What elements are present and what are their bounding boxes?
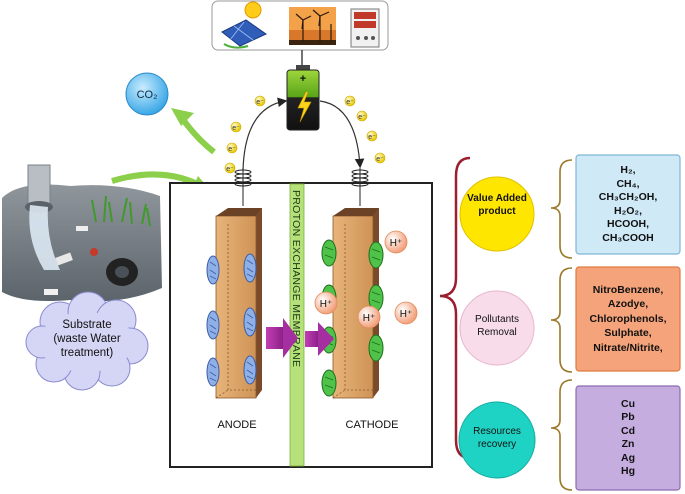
value-added-circle <box>459 176 535 252</box>
svg-text:e⁻: e⁻ <box>226 166 234 173</box>
list-item: Hg <box>621 465 635 477</box>
proton-marker: H⁺ <box>357 305 381 329</box>
pollutants-list: NitroBenzene, Azodye, Chlorophenols, Sul… <box>576 267 680 371</box>
svg-text:e⁻: e⁻ <box>232 125 240 132</box>
electron-marker: e⁻ <box>344 95 356 107</box>
solar-panel-icon <box>221 1 267 49</box>
list-item: CH₃CH₂OH, <box>598 191 658 203</box>
power-sources-panel <box>211 0 389 51</box>
list-item: Cd <box>621 424 635 437</box>
anode-connector-spring <box>234 168 252 206</box>
power-supply-icon <box>350 8 380 48</box>
outcomes-brace <box>439 156 471 460</box>
co2-flow-arrow <box>179 116 216 155</box>
battery-plus-sign: + <box>300 73 306 85</box>
proton-transfer-arrow-right <box>305 322 334 356</box>
electron-marker: e⁻ <box>224 162 236 174</box>
brace-resources <box>550 379 573 491</box>
svg-text:H⁺: H⁺ <box>363 313 376 324</box>
cathode-connector-spring <box>351 168 369 206</box>
value-added-products-box <box>575 154 681 255</box>
electron-flow-arrow-anode <box>242 97 288 171</box>
list-item: Sulphate, <box>604 327 652 340</box>
value-added-products-list: H₂, CH₄, CH₃CH₂OH, H₂O₂, HCOOH, CH₃COOH <box>576 155 680 254</box>
anode-bacteria-cluster <box>243 253 257 283</box>
membrane-label: PROTON EXCHANGE MEMBRANE <box>290 190 302 367</box>
proton-transfer-arrow-left <box>266 318 298 358</box>
list-item: H₂, <box>620 164 636 176</box>
list-item: Cu <box>621 397 635 410</box>
metals-list: Cu Pb Cd Zn Ag Hg <box>576 386 680 490</box>
electron-marker: e⁻ <box>230 121 242 133</box>
svg-text:e⁻: e⁻ <box>368 134 376 141</box>
metals-box <box>575 385 681 491</box>
pollutants-removal-circle <box>459 290 535 366</box>
list-item: Chlorophenols, <box>589 312 667 325</box>
pollutants-removal-label: Pollutants Removal <box>475 314 519 338</box>
list-item: CH₄, <box>616 177 640 190</box>
list-item: Azodye, <box>607 298 649 311</box>
electron-marker: e⁻ <box>374 152 386 164</box>
cathode-bacteria-cluster <box>321 369 337 397</box>
cathode-label: CATHODE <box>346 419 399 431</box>
electron-markers: e⁻ e⁻ e⁻ e⁻ e⁻ e⁻ e⁻ e⁻ <box>224 95 386 174</box>
list-item: HCOOH, <box>607 218 649 230</box>
battery-icon <box>286 65 320 131</box>
brace-value-added <box>550 159 573 259</box>
cathode-bacteria-cluster <box>321 239 337 267</box>
anode-bacteria-cluster <box>243 307 257 337</box>
list-item: CH₃COOH <box>602 231 654 244</box>
anode-bacteria-cluster <box>206 357 220 387</box>
svg-text:H⁺: H⁺ <box>400 309 413 320</box>
wastewater-illustration <box>2 164 162 302</box>
electron-marker: e⁻ <box>356 110 368 122</box>
brace-pollutants <box>550 267 573 373</box>
anode-bacteria-cluster <box>206 255 220 285</box>
svg-text:H⁺: H⁺ <box>320 299 333 310</box>
anode-microbes <box>206 253 257 387</box>
svg-text:H⁺: H⁺ <box>390 238 403 249</box>
cathode-bacteria-cluster <box>368 241 384 269</box>
substrate-cloud <box>25 291 149 391</box>
pollutants-box <box>575 266 681 372</box>
svg-text:e⁻: e⁻ <box>358 114 366 121</box>
proton-exchange-membrane <box>289 183 305 467</box>
anode-bacteria-cluster <box>243 355 257 385</box>
co2-bubble: CO₂ <box>125 72 169 116</box>
resources-recovery-circle <box>458 401 536 479</box>
anode-bacteria-cluster <box>206 310 220 340</box>
electron-marker: e⁻ <box>254 95 266 107</box>
resources-recovery-label: Resources recovery <box>473 426 521 450</box>
value-added-label: Value Added product <box>467 193 527 217</box>
substrate-label: Substrate (waste Water treatment) <box>53 319 121 359</box>
list-item: NitroBenzene, <box>592 283 664 296</box>
list-item: Zn <box>621 438 635 450</box>
svg-text:e⁻: e⁻ <box>256 99 264 106</box>
electron-marker: e⁻ <box>366 130 378 142</box>
svg-text:e⁻: e⁻ <box>376 156 384 163</box>
proton-marker: H⁺ <box>384 230 408 254</box>
proton-marker: H⁺ <box>394 301 418 325</box>
cathode-bacteria-cluster <box>368 334 384 362</box>
list-item: H₂O₂, <box>614 204 642 217</box>
proton-markers: H⁺ H⁺ H⁺ H⁺ <box>314 230 418 329</box>
list-item: Ag <box>621 451 635 464</box>
list-item: Pb <box>621 411 635 423</box>
anode-label: ANODE <box>217 419 256 431</box>
electron-flow-arrow-cathode <box>319 100 365 169</box>
svg-text:e⁻: e⁻ <box>228 146 236 153</box>
co2-label: CO₂ <box>137 89 158 101</box>
list-item: Nitrate/Nitrite, <box>593 341 663 354</box>
wind-turbine-icon <box>289 7 336 45</box>
proton-marker: H⁺ <box>314 291 338 315</box>
svg-text:e⁻: e⁻ <box>346 99 354 106</box>
electron-marker: e⁻ <box>226 142 238 154</box>
